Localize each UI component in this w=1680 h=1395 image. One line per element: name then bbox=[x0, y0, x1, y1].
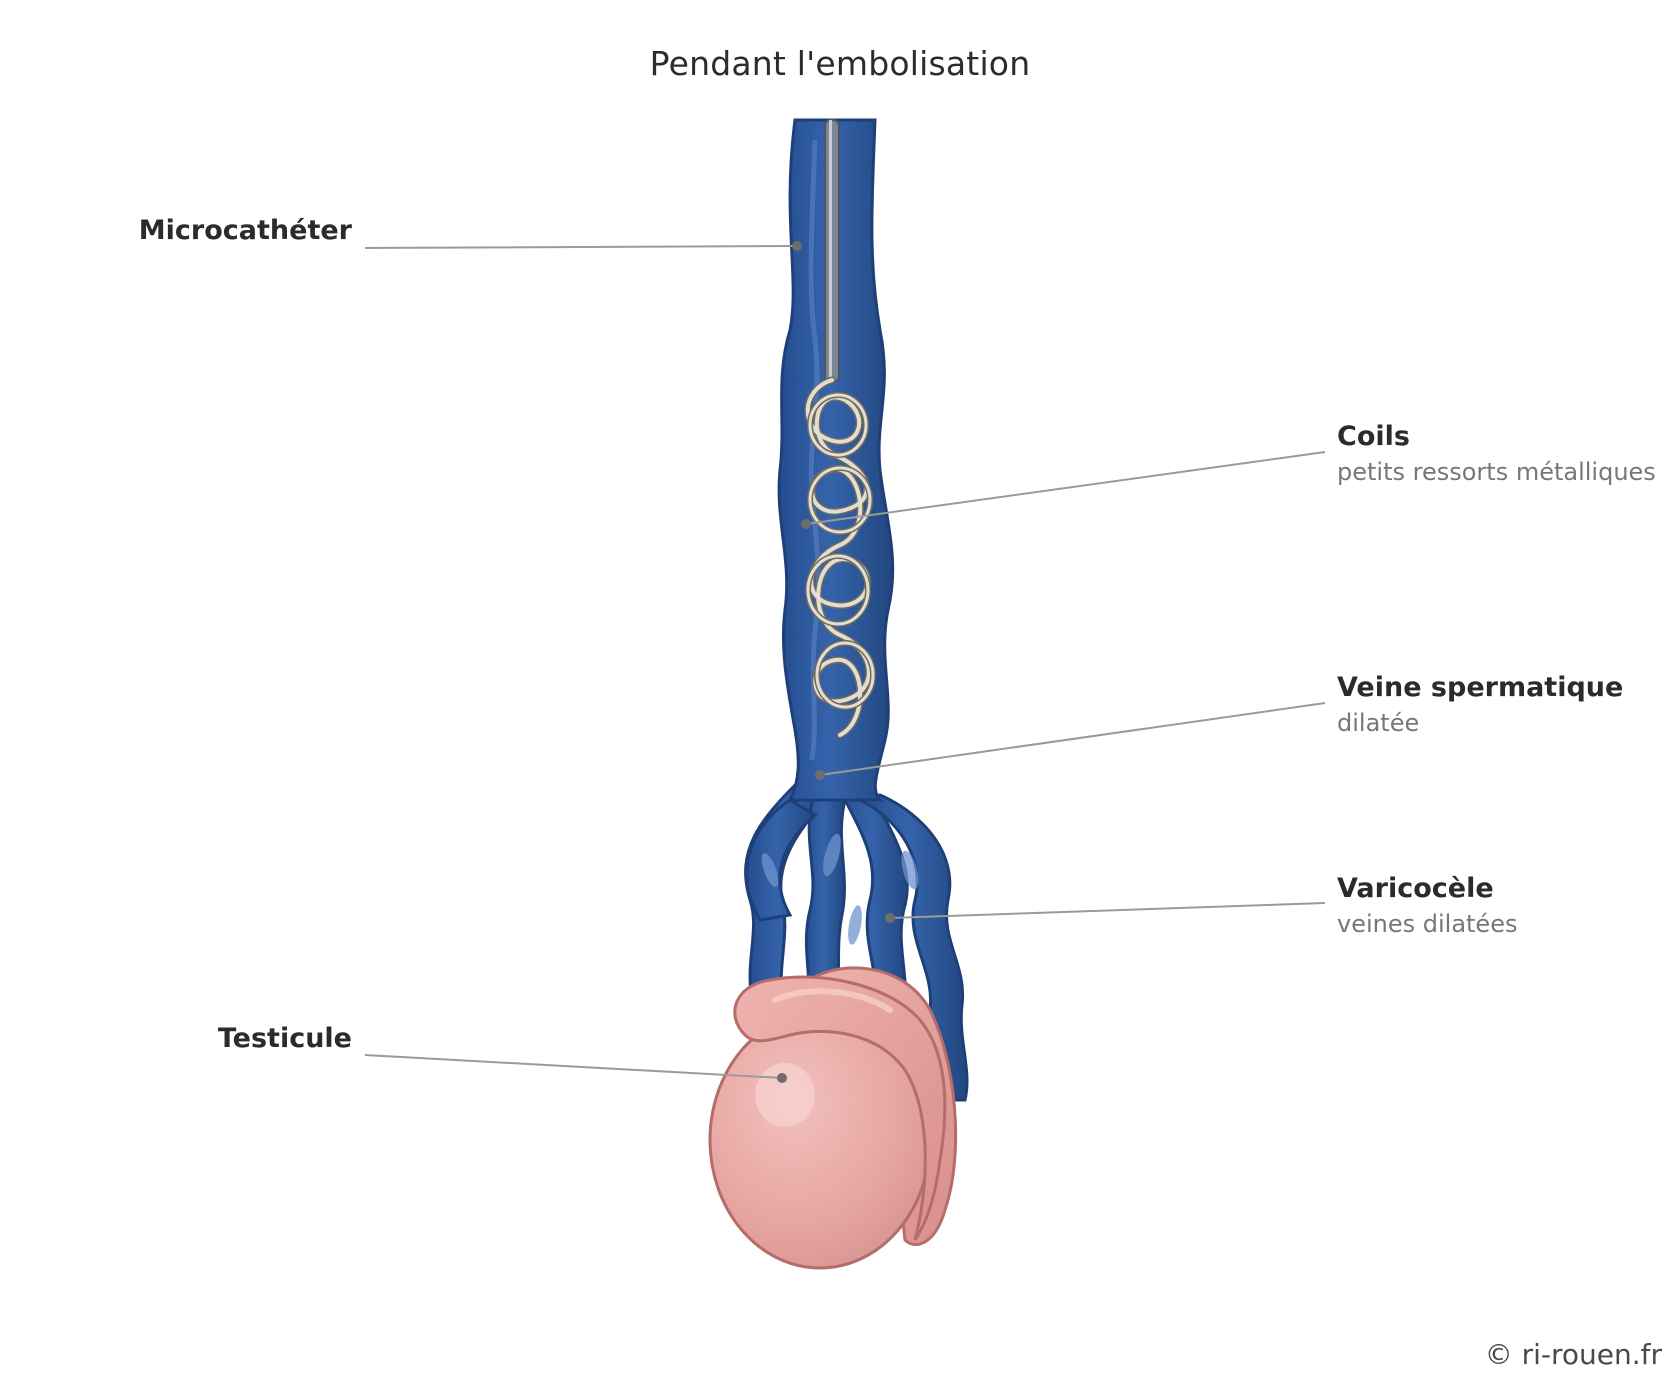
leader-testicule bbox=[364, 1054, 783, 1079]
leader-coils bbox=[805, 451, 1326, 525]
vein-highlight bbox=[808, 139, 821, 761]
dot-veine bbox=[815, 770, 825, 780]
label-veine: Veine spermatique bbox=[1337, 672, 1624, 703]
epididymis-head bbox=[733, 975, 947, 1241]
varicocele-highlights bbox=[761, 833, 919, 945]
testis bbox=[708, 966, 958, 1270]
leader-varicocele bbox=[889, 902, 1326, 919]
coils bbox=[804, 376, 876, 739]
testis-highlight bbox=[755, 1063, 815, 1127]
label-varicocele-desc: veines dilatées bbox=[1337, 910, 1518, 938]
leader-microcatheter bbox=[364, 245, 796, 249]
epididymis-highlight bbox=[772, 988, 893, 1013]
label-veine-desc: dilatée bbox=[1337, 709, 1420, 737]
dot-microcatheter bbox=[792, 241, 802, 251]
label-varicocele: Varicocèle bbox=[1337, 873, 1494, 904]
leader-dots bbox=[777, 241, 895, 1083]
label-coils: Coils bbox=[1337, 421, 1410, 452]
copyright-notice: © ri-rouen.fr bbox=[1484, 1338, 1662, 1371]
diagram-title: Pendant l'embolisation bbox=[649, 44, 1031, 83]
dot-varicocele bbox=[885, 913, 895, 923]
label-microcatheter: Microcathéter bbox=[138, 215, 352, 246]
leader-lines bbox=[364, 245, 1326, 1079]
dot-testicule bbox=[777, 1073, 787, 1083]
label-testicule: Testicule bbox=[217, 1023, 352, 1054]
spermatic-vein bbox=[777, 118, 895, 802]
label-coils-desc: petits ressorts métalliques bbox=[1337, 458, 1656, 486]
dot-coils bbox=[801, 519, 811, 529]
leader-veine bbox=[819, 702, 1326, 776]
microcatheter bbox=[824, 119, 840, 383]
